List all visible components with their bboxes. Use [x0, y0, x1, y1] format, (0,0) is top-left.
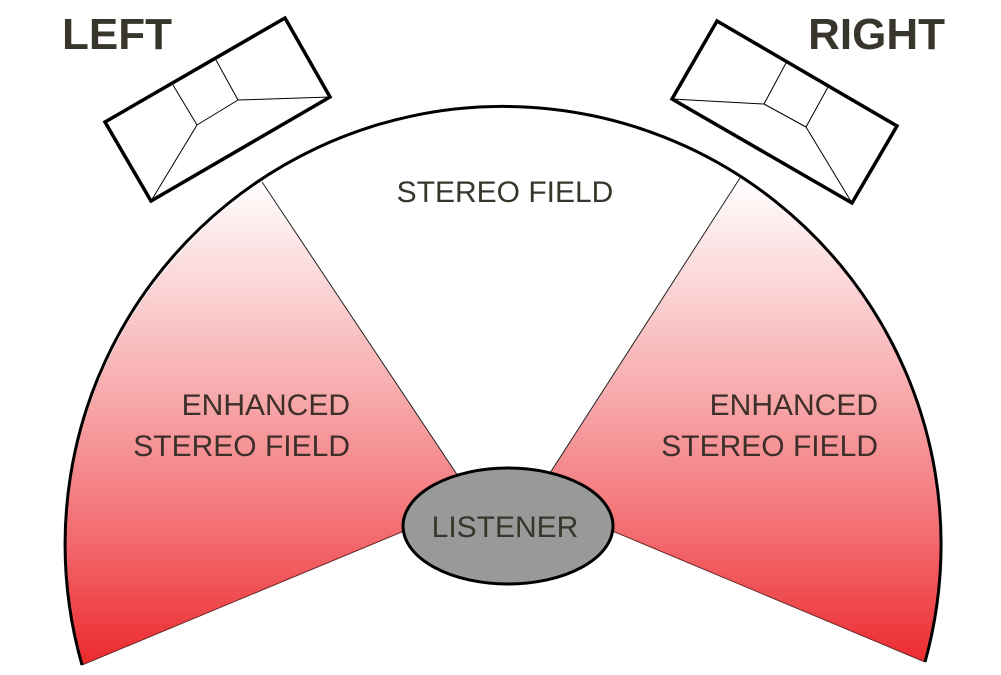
- listener: LISTENER: [401, 466, 615, 586]
- enhanced-left-label-line2: STEREO FIELD: [133, 430, 350, 463]
- right-speaker: [669, 18, 900, 206]
- enhanced-right-label-line2: STEREO FIELD: [661, 430, 878, 463]
- left-wedge-lower-edge: [81, 530, 405, 666]
- left-label: LEFT: [62, 10, 172, 59]
- right-wedge-lower-edge: [609, 529, 926, 663]
- stereo-field-label: STEREO FIELD: [397, 176, 614, 209]
- enhanced-right-label-line1: ENHANCED: [710, 389, 878, 422]
- left-wedge-inner-edge: [261, 181, 459, 477]
- enhanced-stereo-field-left: [65, 182, 458, 665]
- left-speaker: [102, 15, 333, 204]
- right-wedge-inner-edge: [549, 177, 741, 474]
- enhanced-left-label-line1: ENHANCED: [182, 389, 350, 422]
- listener-label: LISTENER: [432, 511, 579, 544]
- enhanced-stereo-field-right: [550, 178, 941, 662]
- stereo-field-arc: [63, 104, 943, 666]
- right-label: RIGHT: [808, 10, 945, 59]
